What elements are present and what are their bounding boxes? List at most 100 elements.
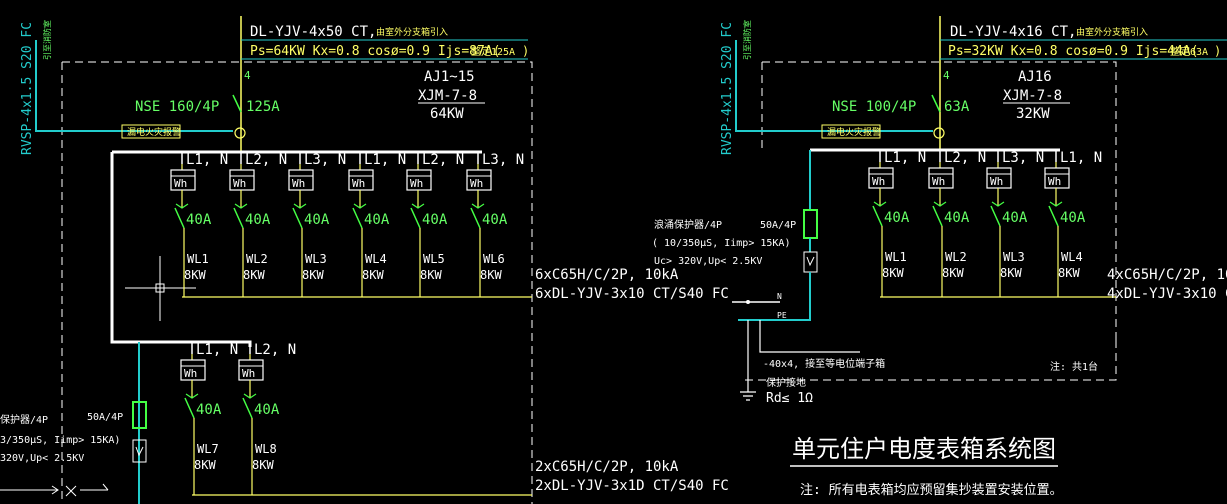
right-main-current: 63A	[944, 99, 970, 115]
right-box-model: XJM-7-8	[1003, 88, 1062, 104]
right-spd-to-pe	[738, 272, 811, 321]
left-box-power: 64KW	[430, 106, 464, 122]
left-fire-alarm-box	[121, 124, 181, 139]
right-count-4: 4	[943, 69, 950, 82]
right-spd-device	[803, 251, 818, 273]
phase-label: L2, N	[245, 152, 287, 168]
kwh-meter-box	[288, 169, 314, 191]
kwh-meter-box	[986, 167, 1012, 189]
circuit-id: WL1	[885, 250, 907, 264]
phase-label: L2, N	[422, 152, 464, 168]
left-cable-note: 由室外分支箱引入	[376, 26, 448, 38]
breaker-rating: 40A	[482, 212, 508, 228]
right-spec-1: 4xC65H/C/2P, 10	[1107, 267, 1227, 283]
right-earth-note: 注: 共1台	[1050, 360, 1098, 373]
phase-label: L1, N	[884, 150, 926, 166]
breaker-symbol	[932, 205, 943, 227]
left-enclosure-dashed	[61, 61, 533, 504]
circuit-load: 8KW	[1000, 266, 1022, 280]
phase-label: L1, N	[196, 342, 238, 358]
breaker-rating: 40A	[422, 212, 448, 228]
left-count-4: 4	[244, 69, 251, 82]
kwh-meter-box	[928, 167, 954, 189]
breaker-symbol	[233, 207, 244, 229]
phase-label: L2, N	[254, 342, 296, 358]
circuit-id: WL8	[255, 442, 277, 456]
right-earth-bar-label: -40x4, 接至等电位端子箱	[763, 357, 885, 370]
circuit-id: WL7	[197, 442, 219, 456]
left-spd-line2: 320V,Up< 2.5KV	[0, 453, 84, 464]
right-load-calc-note: 整定63A	[1170, 45, 1208, 58]
circuit-load: 8KW	[302, 268, 324, 282]
phase-label: L1, N	[1060, 150, 1102, 166]
right-cable-in: DL-YJV-4x16 CT,	[950, 24, 1076, 40]
right-spec-2: 4xDL-YJV-3x10 C	[1107, 286, 1227, 302]
phase-label: L3, N	[304, 152, 346, 168]
phase-label: L3, N	[482, 152, 524, 168]
phase-label: L2, N	[944, 150, 986, 166]
cad-cursor	[125, 256, 196, 321]
left-top-spec-1: 6xC65H/C/2P, 10kA	[535, 267, 679, 283]
circuit-id: WL4	[1061, 250, 1083, 264]
kwh-meter-label: Wh	[470, 177, 483, 190]
right-spd-name: 浪涌保护器/4P	[654, 218, 722, 231]
breaker-symbol	[410, 207, 421, 229]
left-fire-alarm-label: 漏电火灾报警	[127, 126, 181, 138]
kwh-meter-box	[348, 169, 374, 191]
left-box-model: XJM-7-8	[418, 88, 477, 104]
breaker-rating: 40A	[944, 210, 970, 226]
kwh-meter-box	[466, 169, 492, 191]
circuit-load: 8KW	[480, 268, 502, 282]
right-control-line	[735, 40, 933, 132]
left-load-calc-end: )	[522, 44, 529, 58]
right-control-line-label: RVSP-4x1.5 S20 FC	[720, 22, 735, 155]
kwh-meter-label: Wh	[410, 177, 423, 190]
left-spd-name: 保护器/4P	[0, 413, 48, 426]
breaker-symbol	[242, 397, 253, 419]
right-cable-note: 由室外分支箱引入	[1076, 26, 1148, 38]
breaker-rating: 40A	[1060, 210, 1086, 226]
right-enclosure-dashed	[740, 61, 1117, 381]
kwh-meter-box	[180, 359, 206, 381]
circuit-id: WL1	[187, 252, 209, 266]
left-ground-arrow	[0, 483, 109, 497]
left-main-breaker: NSE 160/4P	[135, 99, 219, 115]
left-bottom-spec-2: 2xDL-YJV-3x1D CT/S40 FC	[535, 478, 729, 494]
right-spd-line2: Uc> 320V,Up< 2.5KV	[654, 256, 762, 267]
right-main-breaker: NSE 100/4P	[832, 99, 916, 115]
breaker-symbol	[990, 205, 1001, 227]
right-control-note: 引至消防室	[742, 20, 752, 60]
breaker-rating: 40A	[245, 212, 271, 228]
breaker-symbol	[352, 207, 363, 229]
left-main-current: 125A	[246, 99, 280, 115]
breaker-symbol	[292, 207, 303, 229]
breaker-rating: 40A	[186, 212, 212, 228]
right-box-power: 32KW	[1016, 106, 1050, 122]
circuit-load: 8KW	[420, 268, 442, 282]
right-box-id: AJ16	[1018, 69, 1052, 85]
left-bottom-spec-1: 2xC65H/C/2P, 10kA	[535, 459, 679, 475]
left-top-spec-2: 6xDL-YJV-3x10 CT/S40 FC	[535, 286, 729, 302]
breaker-symbol	[872, 205, 883, 227]
right-earth-rd: Rd≤ 1Ω	[766, 391, 813, 406]
circuit-load: 8KW	[942, 266, 964, 280]
right-fire-alarm-box	[821, 124, 881, 139]
phase-label: L1, N	[364, 152, 406, 168]
circuit-id: WL2	[945, 250, 967, 264]
right-spd-line1: ( 10/350μS, Iimp> 15KA)	[652, 238, 790, 249]
breaker-symbol	[1048, 205, 1059, 227]
right-load-calc: Ps=32KW Kx=0.8 cosø=0.9 Ijs=44A(	[948, 44, 1198, 59]
circuit-id: WL3	[1003, 250, 1025, 264]
